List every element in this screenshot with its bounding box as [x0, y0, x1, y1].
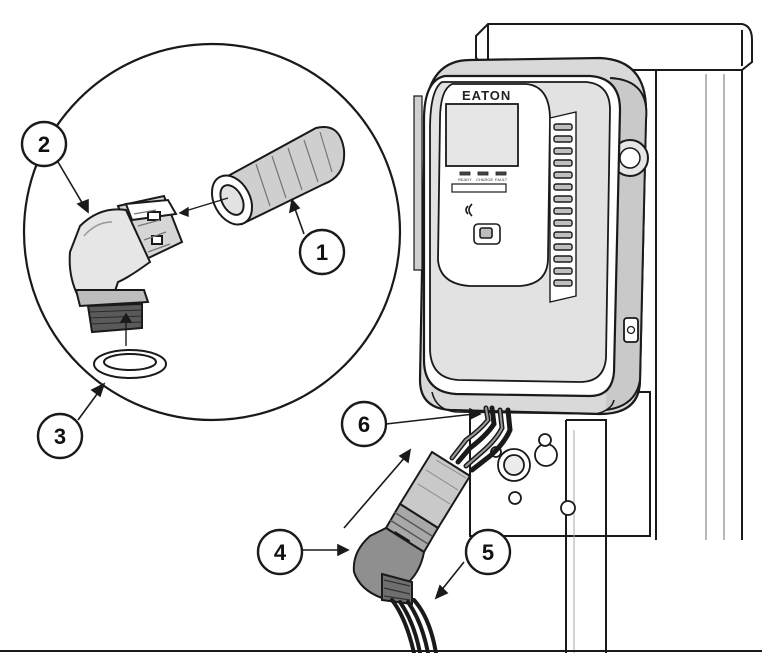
- status-label-fault: FAULT: [495, 177, 508, 182]
- status-leds: [459, 171, 507, 176]
- ev-charger-unit: READY CHARGE FAULT: [413, 56, 649, 416]
- callout-5: 5: [464, 528, 512, 576]
- rfid-card-icon: [465, 203, 501, 245]
- callout-2: 2: [20, 120, 68, 168]
- conduit-assembly: [352, 450, 472, 606]
- status-label-ready: READY: [458, 177, 472, 182]
- leader-lines: [57, 161, 482, 600]
- conduit-tube: [210, 126, 346, 226]
- charger-cables: [449, 405, 513, 473]
- elbow-fitting: [68, 194, 184, 334]
- assembly-arrows: [119, 197, 229, 346]
- callout-3: 3: [36, 412, 84, 460]
- callout-6-label: 6: [358, 412, 370, 437]
- vent-slots: [549, 111, 577, 303]
- knockout-holes: [490, 433, 576, 516]
- callout-6: 6: [340, 400, 388, 448]
- callout-4-label: 4: [274, 540, 287, 565]
- brand-logo: EATON: [462, 88, 511, 103]
- status-label-charge: CHARGE: [476, 177, 493, 182]
- callout-1: 1: [298, 228, 346, 276]
- callout-5-label: 5: [482, 540, 494, 565]
- detail-inset: [22, 42, 402, 422]
- callout-3-label: 3: [54, 424, 66, 449]
- callout-2-label: 2: [38, 132, 50, 157]
- callout-1-label: 1: [316, 240, 328, 265]
- conduit-wires: [390, 598, 438, 653]
- o-ring: [93, 349, 167, 379]
- callout-4: 4: [256, 528, 304, 576]
